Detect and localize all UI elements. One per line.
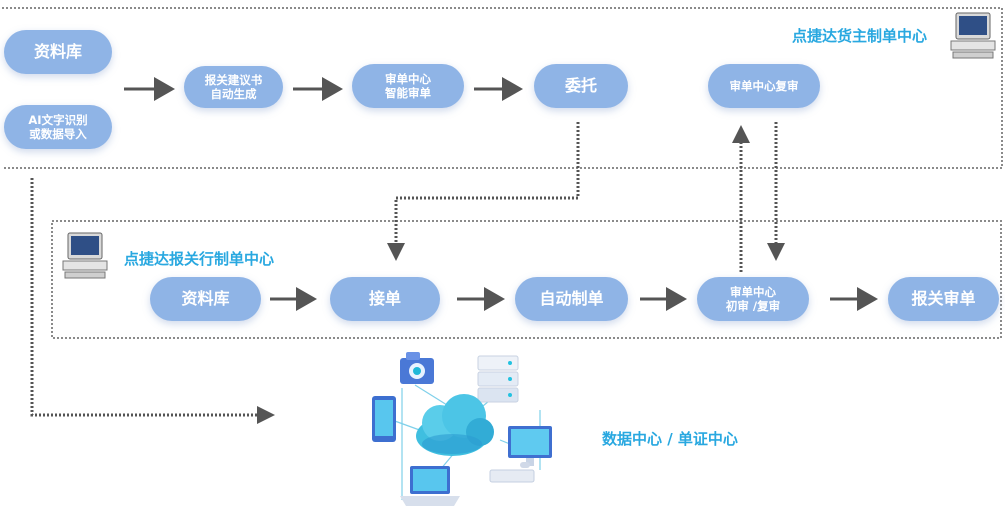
node-label: 初审 /复审 <box>725 299 781 313</box>
node-label: 自动生成 <box>210 87 257 101</box>
node-label: 资料库 <box>181 289 230 308</box>
node-label: AI文字识别 <box>28 112 88 127</box>
broker-region-frame <box>51 220 1002 339</box>
node-label: 报关审单 <box>911 289 976 308</box>
camera-icon <box>400 352 434 384</box>
node-broker-materials: 资料库 <box>150 277 261 321</box>
node-label: 委托 <box>564 76 597 95</box>
dotted-entrust-to-accept <box>387 122 580 261</box>
node-auto-generate: 报关建议书 自动生成 <box>184 66 283 108</box>
tablet-icon <box>372 396 396 442</box>
node-label: 审单中心 <box>385 71 431 86</box>
node-label: 报关建议书 <box>204 72 263 87</box>
node-label: 自动制单 <box>539 289 604 308</box>
computer-icon <box>62 232 108 280</box>
dotted-to-data-center <box>30 178 275 424</box>
node-label: 接单 <box>368 289 401 308</box>
node-shipper-materials: 资料库 <box>4 30 112 74</box>
shipper-center-title: 点捷达货主制单中心 <box>792 27 928 45</box>
keyboard-icon <box>489 462 535 483</box>
node-label: 审单中心 <box>730 284 776 299</box>
data-center-title: 数据中心 / 单证中心 <box>602 430 738 448</box>
laptop-icon <box>400 466 460 506</box>
node-smart-review: 审单中心 智能审单 <box>352 64 464 108</box>
node-label: 资料库 <box>33 42 82 61</box>
node-label: 智能审单 <box>385 86 431 100</box>
cloud-devices-illustration <box>360 348 560 516</box>
node-ai-import: AI文字识别 或数据导入 <box>4 105 112 149</box>
computer-icon <box>950 12 996 60</box>
node-label: 或数据导入 <box>29 127 87 141</box>
node-entrust: 委托 <box>534 64 628 108</box>
server-icon <box>477 355 519 403</box>
node-declare-review: 报关审单 <box>888 277 999 321</box>
broker-center-title: 点捷达报关行制单中心 <box>124 250 275 268</box>
monitor-icon <box>508 426 552 466</box>
node-re-review: 审单中心复审 <box>708 64 820 108</box>
node-review-center: 审单中心 初审 /复审 <box>697 277 809 321</box>
node-accept-order: 接单 <box>330 277 440 321</box>
cloud-icon <box>416 394 494 456</box>
shipper-region-frame <box>2 7 1003 169</box>
node-label: 审单中心复审 <box>729 78 799 93</box>
node-auto-make: 自动制单 <box>515 277 628 321</box>
